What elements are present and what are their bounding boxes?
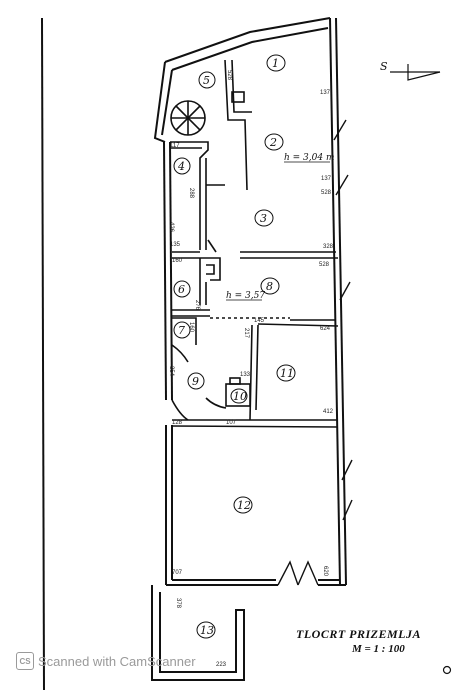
dimension-label: 107: [226, 420, 237, 426]
room-label: 3: [254, 209, 274, 227]
dimension-label: 620: [322, 566, 328, 577]
dimension-label: 160: [172, 258, 183, 264]
outer-walls: [151, 17, 347, 681]
dimension-label: 528: [319, 262, 330, 268]
room-label: 12: [233, 496, 253, 514]
room-label: 11: [276, 364, 296, 382]
svg-text:8: 8: [266, 280, 273, 293]
dimension-label: 133: [240, 372, 251, 378]
orientation-arrow: [390, 64, 441, 81]
camscanner-logo: CS: [16, 652, 34, 670]
plan-title: TLOCRT PRIZEMLJA: [296, 627, 422, 641]
dimension-label: 707: [172, 570, 183, 576]
scanner-watermark: CS Scanned with CamScanner: [16, 652, 196, 670]
room-label: 5: [198, 71, 216, 89]
svg-text:4: 4: [177, 160, 185, 173]
dimension-label: 137: [320, 90, 331, 96]
dimension-label: 223: [216, 662, 227, 668]
svg-text:5: 5: [203, 74, 210, 87]
dimension-label: 137: [321, 176, 332, 182]
window-marks: [333, 119, 353, 521]
svg-text:13: 13: [200, 624, 214, 637]
dimension-label: 624: [320, 326, 331, 332]
room-label: 9: [187, 372, 205, 390]
room-label: 1: [266, 54, 286, 72]
svg-text:7: 7: [178, 324, 185, 337]
dimension-label: 528: [321, 190, 332, 196]
room-label: 7: [173, 321, 191, 339]
svg-text:10: 10: [233, 390, 247, 403]
svg-text:1: 1: [272, 57, 279, 70]
svg-text:9: 9: [192, 375, 199, 388]
dimension-label: 160: [188, 322, 194, 333]
dimension-label: 528: [226, 70, 232, 81]
dimension-label: 145: [254, 318, 265, 324]
dimension-label: 288: [188, 188, 194, 199]
room-label: 6: [173, 280, 191, 298]
dimension-label: 412: [323, 409, 334, 415]
dimension-label: 217: [243, 328, 249, 339]
room-labels: 1 2 3 4 5 6 7 8 9 10 11 12 13: [173, 54, 296, 639]
height-labels: h = 3,04 m h = 3,57: [226, 153, 335, 301]
dimension-label: 117: [170, 143, 180, 149]
height-label: h = 3,04 m: [284, 153, 335, 163]
room-label: 10: [230, 388, 248, 404]
room-label: 4: [173, 157, 191, 175]
dimension-label: 378: [175, 598, 181, 609]
svg-text:2: 2: [269, 136, 277, 149]
svg-text:3: 3: [260, 212, 267, 225]
svg-text:6: 6: [178, 283, 185, 296]
dimension-labels: 528 137 137 528 117 288 426 135 160 328 …: [168, 70, 334, 668]
boundary-line: [41, 17, 45, 690]
dimension-label: 128: [172, 420, 183, 426]
svg-text:12: 12: [237, 499, 251, 512]
room-label: 13: [196, 621, 216, 639]
interior-walls: [170, 59, 339, 428]
orientation-label: S: [380, 60, 388, 73]
height-label: h = 3,57: [226, 291, 265, 301]
ring-mark: [442, 665, 452, 675]
dimension-label: 328: [323, 244, 334, 250]
dimension-label: 135: [170, 242, 181, 248]
entrance-door: [277, 560, 319, 586]
plan-scale: M = 1 : 100: [352, 643, 405, 655]
dimension-label: 354: [168, 366, 174, 377]
watermark-text: Scanned with CamScanner: [38, 653, 196, 669]
svg-text:11: 11: [280, 367, 294, 380]
room-label: 2: [264, 133, 284, 151]
dimension-label: 426: [168, 222, 174, 233]
room-label: 8: [260, 277, 280, 295]
dimension-label: 276: [194, 300, 200, 311]
